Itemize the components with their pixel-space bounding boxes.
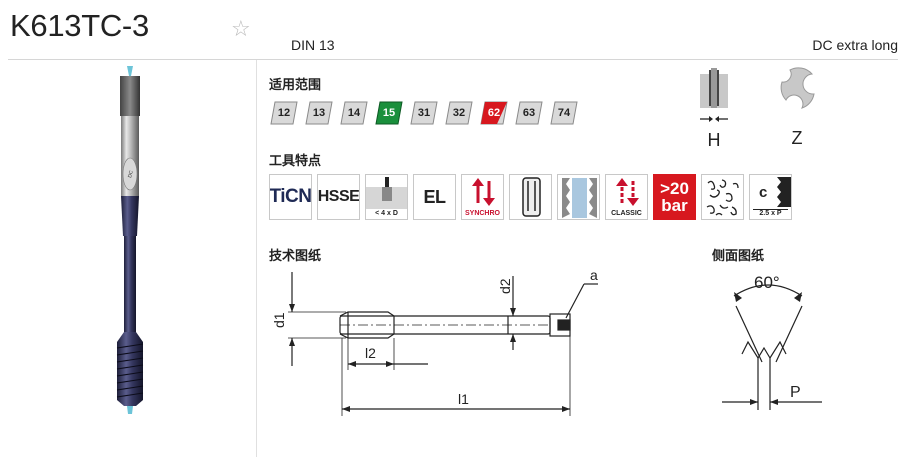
thread-depth-icon: < 4 x D	[365, 174, 408, 220]
header-divider	[8, 59, 898, 60]
material-groups: 12 13 14 15 31 32 62 63 74	[270, 101, 578, 125]
synchro-icon: SYNCHRO	[461, 174, 504, 220]
product-title: K613TC-3	[10, 8, 149, 43]
material-tile: 12	[270, 101, 298, 125]
product-image: DC	[116, 66, 144, 414]
svg-text:DC: DC	[127, 170, 135, 179]
a-label: a	[590, 267, 598, 283]
material-tile: 32	[445, 101, 473, 125]
l2-label: l2	[365, 345, 376, 361]
angle-label: 60°	[754, 273, 780, 292]
material-tile-partial: 62	[480, 101, 508, 125]
material-tile-active: 15	[375, 101, 403, 125]
h-cooling-icon	[700, 68, 728, 122]
z-cooling-label: Z	[792, 128, 803, 148]
h-cooling-label: H	[708, 130, 721, 150]
shank-cross-section-icon	[509, 174, 552, 220]
hsse-material-icon: HSSE	[317, 174, 360, 220]
p-label: P	[790, 384, 801, 401]
material-tile: 14	[340, 101, 368, 125]
material-tile: 74	[550, 101, 578, 125]
classic-icon: CLASSIC	[605, 174, 648, 220]
svg-text:c: c	[759, 184, 767, 201]
tool-type-label: DC extra long	[812, 37, 898, 53]
material-tile: 13	[305, 101, 333, 125]
section-drawing-label: 技术图纸	[269, 248, 322, 263]
technical-drawing: d1 d2 l2 l1 a	[271, 267, 598, 416]
chamfer-icon: c 2.5 x P	[749, 174, 792, 220]
ticn-coating-icon: TiCN	[269, 174, 312, 220]
material-tile: 63	[515, 101, 543, 125]
cooling-type-icons: H Z	[700, 67, 815, 150]
d1-label: d1	[271, 312, 287, 328]
l1-label: l1	[458, 391, 469, 407]
column-divider	[256, 60, 257, 457]
standard-label: DIN 13	[291, 37, 335, 53]
section-range-label: 适用范围	[269, 77, 322, 92]
section-features-label: 工具特点	[269, 153, 322, 168]
side-profile-drawing: 60° P	[722, 273, 822, 410]
z-cooling-icon	[780, 67, 815, 109]
coolant-pressure-icon: >20 bar	[653, 174, 696, 220]
el-icon: EL	[413, 174, 456, 220]
feature-icons: TiCN HSSE < 4 x D EL SYNCHRO	[269, 174, 792, 220]
d2-label: d2	[497, 278, 513, 294]
favorite-star-icon[interactable]: ☆	[231, 16, 251, 41]
thread-form-icon	[557, 174, 600, 220]
chip-formation-icon	[701, 174, 744, 220]
section-side-label: 侧面图纸	[712, 248, 765, 263]
material-tile: 31	[410, 101, 438, 125]
